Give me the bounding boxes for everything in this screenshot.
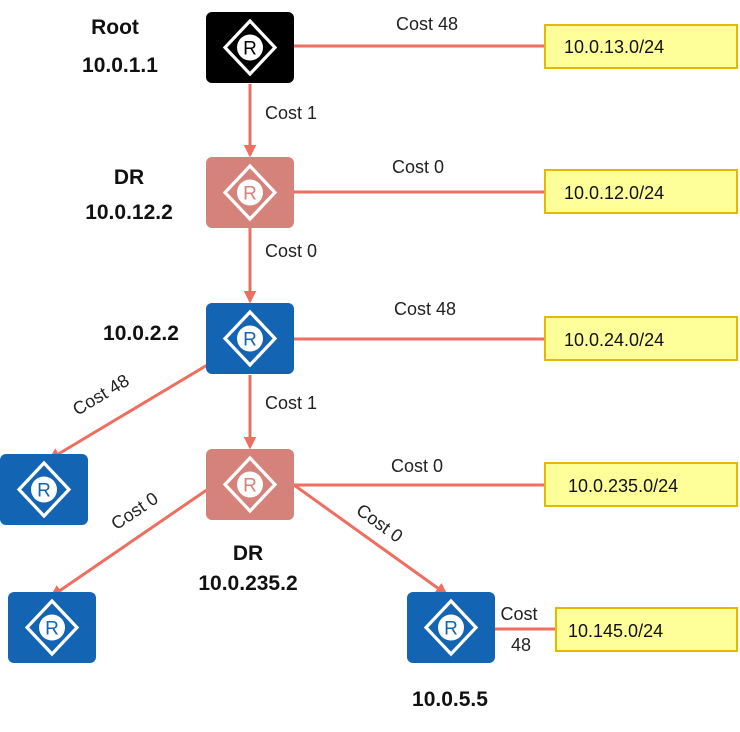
dr-router-2[interactable]: R [206, 449, 294, 520]
cost-dr1-r3: Cost 0 [265, 241, 317, 261]
svg-text:R: R [444, 619, 458, 640]
cost-r3-left: Cost 48 [69, 370, 132, 419]
subnet-box-4: 10.0.235.0/24 [544, 462, 738, 507]
svg-text:R: R [243, 184, 257, 205]
cost-root-subnet: Cost 48 [396, 14, 458, 34]
dr2-title: DR [233, 542, 263, 565]
subnet-box-5: 10.145.0/24 [555, 607, 738, 652]
router-icon: R [423, 598, 479, 657]
cost-r5-subnet-line1: Cost [500, 604, 537, 624]
router-icon: R [222, 455, 278, 514]
subnet-label-4: 10.0.235.0/24 [568, 476, 678, 496]
subnet-box-2: 10.0.12.0/24 [544, 169, 738, 214]
subnet-label-3: 10.0.24.0/24 [564, 330, 664, 350]
svg-text:R: R [243, 476, 257, 497]
dr-router-1[interactable]: R [206, 157, 294, 228]
cost-dr1-subnet: Cost 0 [392, 157, 444, 177]
svg-text:R: R [37, 481, 51, 502]
svg-text:R: R [45, 619, 59, 640]
subnet-box-1: 10.0.13.0/24 [544, 24, 738, 69]
router-10-0-2-2[interactable]: R [206, 303, 294, 374]
router-icon: R [24, 598, 80, 657]
subnet-label-1: 10.0.13.0/24 [564, 37, 664, 57]
router-10-0-5-5[interactable]: R [407, 592, 495, 663]
cost-root-dr1: Cost 1 [265, 103, 317, 123]
subnet-label-2: 10.0.12.0/24 [564, 183, 664, 203]
subnet-label-5: 10.145.0/24 [568, 621, 663, 641]
cost-dr2-subnet: Cost 0 [391, 456, 443, 476]
router-left-lower[interactable]: R [8, 592, 96, 663]
dr1-ip: 10.0.12.2 [85, 201, 173, 224]
cost-r3-dr2: Cost 1 [265, 393, 317, 413]
arrow-r3-left [47, 359, 215, 461]
router-icon: R [222, 309, 278, 368]
cost-dr2-r5: Cost 0 [353, 500, 407, 547]
cost-r3-subnet: Cost 48 [394, 299, 456, 319]
dr1-title: DR [114, 166, 144, 189]
root-ip: 10.0.1.1 [82, 54, 158, 77]
dr2-ip: 10.0.235.2 [198, 572, 297, 595]
cost-r5-subnet-line2: 48 [511, 635, 531, 655]
subnet-box-3: 10.0.24.0/24 [544, 316, 738, 361]
arrow-dr2-r5 [293, 483, 449, 596]
router-left-upper[interactable]: R [0, 454, 88, 525]
svg-text:R: R [243, 330, 257, 351]
router-icon: R [222, 163, 278, 222]
svg-text:R: R [243, 39, 257, 60]
arrow-dr2-left [49, 483, 215, 598]
r5-ip: 10.0.5.5 [412, 688, 488, 711]
router-icon: R [222, 18, 278, 77]
router-icon: R [16, 460, 72, 519]
root-title: Root [91, 16, 139, 39]
root-router[interactable]: R [206, 12, 294, 83]
r3-ip: 10.0.2.2 [103, 322, 179, 345]
